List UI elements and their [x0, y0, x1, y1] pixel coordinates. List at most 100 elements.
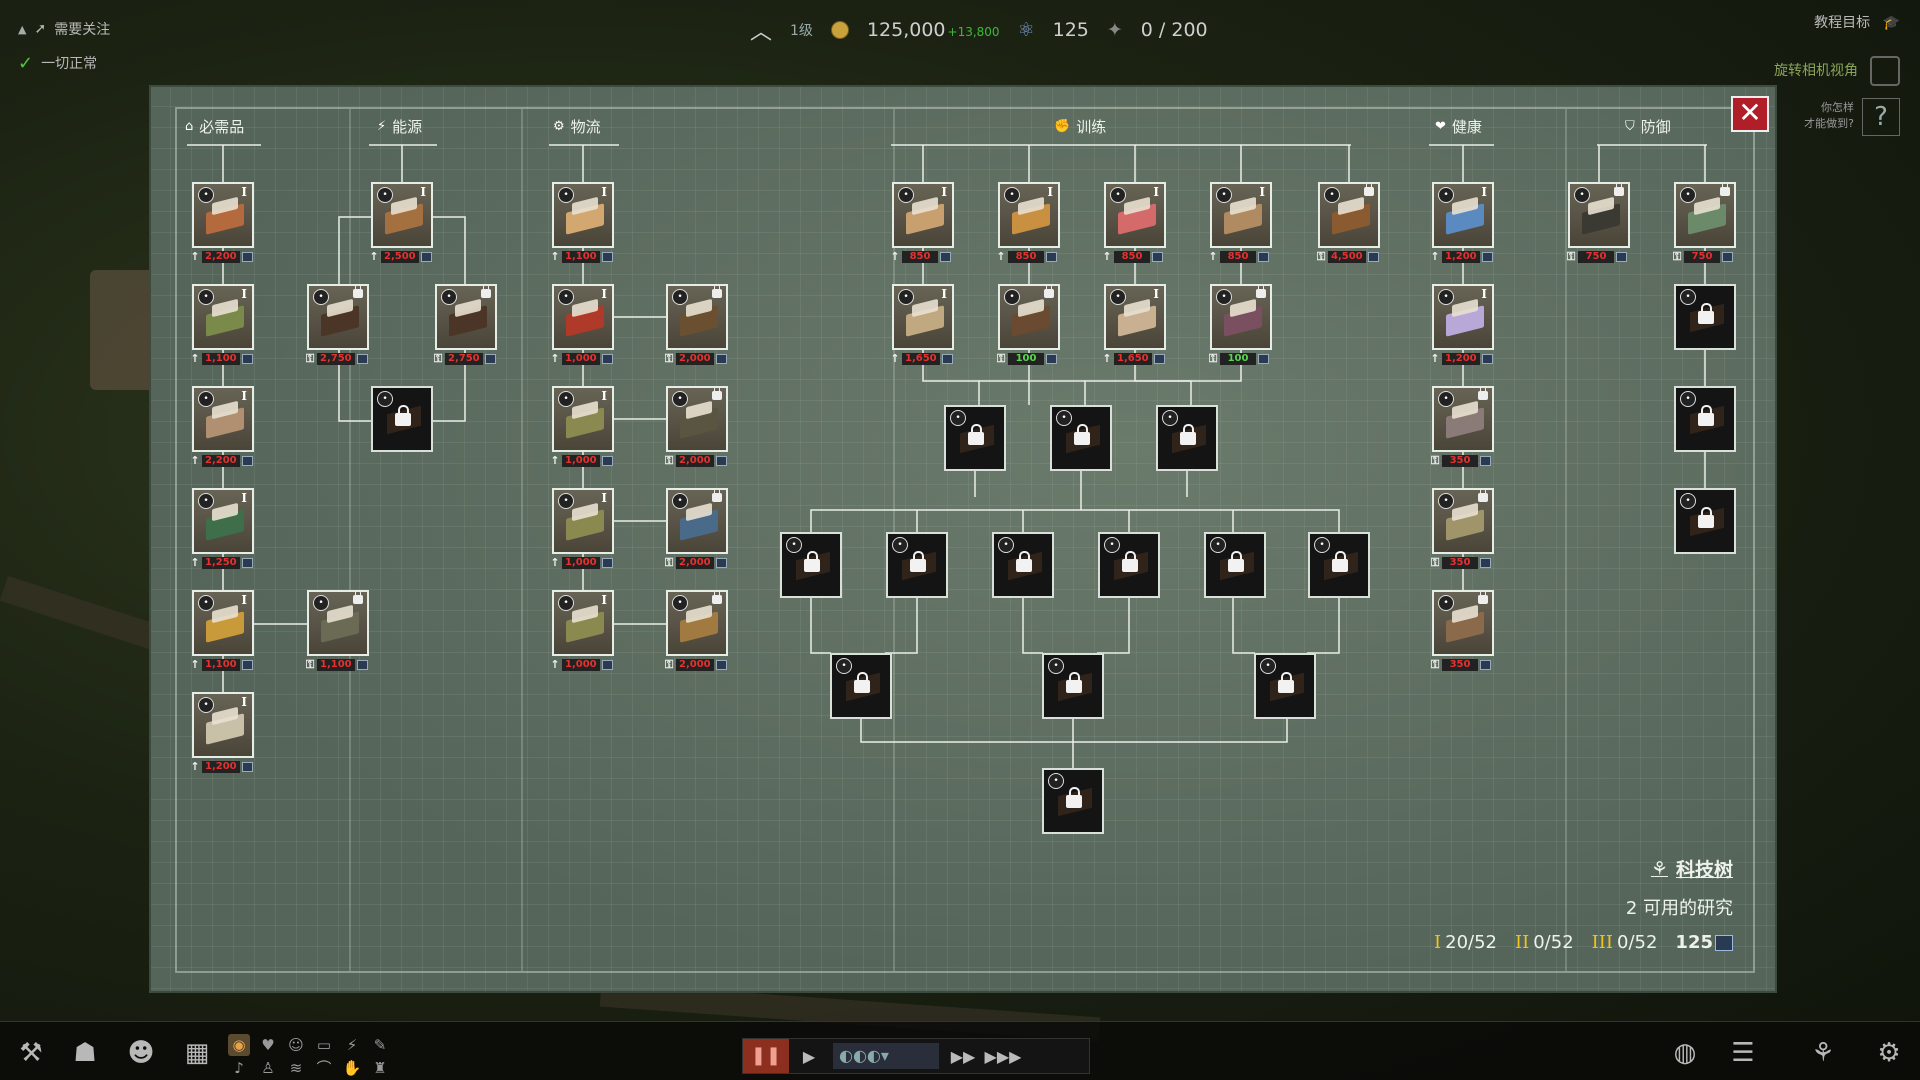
- hand-icon[interactable]: ✋: [342, 1059, 362, 1077]
- tech-node[interactable]: •I: [892, 284, 954, 350]
- lock-icon: [1180, 424, 1196, 445]
- wifi-icon[interactable]: ≋: [289, 1059, 303, 1077]
- play-button[interactable]: ▶: [802, 1046, 816, 1066]
- category-training[interactable]: ✊训练: [1054, 115, 1106, 137]
- tech-node[interactable]: •: [998, 284, 1060, 350]
- tutorial-goal[interactable]: 教程目标: [1814, 15, 1871, 31]
- category-energy[interactable]: ⚡能源: [377, 115, 422, 137]
- tech-node[interactable]: •: [1042, 768, 1104, 834]
- category-defense[interactable]: ⛉防御: [1625, 115, 1671, 137]
- tech-node[interactable]: •: [1674, 182, 1736, 248]
- globe-icon[interactable]: ◍: [1673, 1038, 1697, 1068]
- tech-node[interactable]: •: [666, 488, 728, 554]
- bolt-icon[interactable]: ⚡: [346, 1036, 358, 1054]
- tech-node[interactable]: •I: [1104, 182, 1166, 248]
- agent-icon[interactable]: ☻: [127, 1038, 155, 1068]
- tech-node[interactable]: •: [780, 532, 842, 598]
- tech-node[interactable]: •: [1308, 532, 1370, 598]
- tech-node[interactable]: •: [307, 590, 369, 656]
- tech-node[interactable]: •I: [192, 386, 254, 452]
- tech-node[interactable]: •: [435, 284, 497, 350]
- cost-value: 350: [1442, 658, 1478, 671]
- tech-node[interactable]: •I: [1210, 182, 1272, 248]
- tech-node[interactable]: •: [1674, 488, 1736, 554]
- tech-node[interactable]: •: [1204, 532, 1266, 598]
- time-track[interactable]: ◐◐◐▾: [833, 1043, 939, 1069]
- tech-node[interactable]: •I: [1104, 284, 1166, 350]
- tech-node[interactable]: •: [666, 284, 728, 350]
- pause-button[interactable]: ❚❚: [743, 1039, 789, 1073]
- graduation-cap-icon[interactable]: 🎓: [1882, 15, 1900, 31]
- alert-row[interactable]: ▲ ➚ 需要关注: [18, 12, 110, 46]
- tech-node[interactable]: •: [1098, 532, 1160, 598]
- tech-node[interactable]: •: [371, 386, 433, 452]
- tech-node[interactable]: •: [886, 532, 948, 598]
- sound-icon[interactable]: ♪: [234, 1059, 244, 1077]
- tech-node[interactable]: •I: [552, 386, 614, 452]
- tech-node[interactable]: •: [1210, 284, 1272, 350]
- tech-node[interactable]: •: [944, 405, 1006, 471]
- tech-node[interactable]: •I: [552, 488, 614, 554]
- notification-panel: ▲ ➚ 需要关注 ✓ 一切正常: [18, 12, 110, 80]
- tech-node[interactable]: •: [1254, 653, 1316, 719]
- person-icon[interactable]: ♙: [261, 1059, 275, 1077]
- tech-node[interactable]: •I: [192, 284, 254, 350]
- tech-node[interactable]: •I: [371, 182, 433, 248]
- tech-node[interactable]: •: [1674, 386, 1736, 452]
- tech-node[interactable]: •: [1318, 182, 1380, 248]
- tech-node[interactable]: •I: [552, 284, 614, 350]
- fastest-button[interactable]: ▶▶▶: [984, 1046, 1022, 1066]
- eye-icon[interactable]: ◉: [228, 1034, 250, 1056]
- upgrade-arrow-icon: ↑: [369, 250, 379, 263]
- node-tag-icon: •: [1004, 289, 1020, 305]
- tech-node[interactable]: •: [1432, 386, 1494, 452]
- tech-node[interactable]: •: [992, 532, 1054, 598]
- tech-node[interactable]: •I: [192, 590, 254, 656]
- category-logistics[interactable]: ⚙物流: [553, 115, 601, 137]
- heart-icon[interactable]: ♥: [261, 1036, 275, 1054]
- tech-node[interactable]: •I: [552, 182, 614, 248]
- category-health[interactable]: ❤健康: [1435, 115, 1482, 137]
- tech-node[interactable]: •: [1432, 488, 1494, 554]
- tech-node[interactable]: •I: [192, 182, 254, 248]
- tech-node[interactable]: •I: [892, 182, 954, 248]
- node-tag-icon: •: [1048, 658, 1064, 674]
- tech-node[interactable]: •: [1568, 182, 1630, 248]
- tech-node[interactable]: •: [307, 284, 369, 350]
- tech-node[interactable]: •: [666, 590, 728, 656]
- battery-icon[interactable]: ▭: [316, 1036, 332, 1054]
- help-button[interactable]: ?: [1862, 98, 1900, 136]
- build-hammer-icon[interactable]: ⚒: [19, 1038, 43, 1068]
- pipe-icon[interactable]: ⌒: [316, 1059, 332, 1077]
- rotate-camera-toggle[interactable]: [1870, 56, 1900, 86]
- tech-node[interactable]: •I: [192, 488, 254, 554]
- category-essentials[interactable]: ⌂必需品: [185, 115, 244, 137]
- tech-node[interactable]: •: [1156, 405, 1218, 471]
- coins-icon[interactable]: ☰: [1731, 1038, 1755, 1068]
- fast-forward-button[interactable]: ▶▶: [950, 1046, 976, 1066]
- tech-node[interactable]: •: [830, 653, 892, 719]
- tech-node[interactable]: •I: [192, 692, 254, 758]
- dossier-icon[interactable]: ☗: [73, 1038, 97, 1068]
- tech-node[interactable]: •: [1042, 653, 1104, 719]
- tech-node[interactable]: •I: [1432, 182, 1494, 248]
- statue-icon[interactable]: ♜: [373, 1059, 387, 1077]
- tech-tree-icon[interactable]: ⚘: [1811, 1038, 1835, 1068]
- node-cost: ↑1,000: [550, 454, 613, 467]
- tech-node[interactable]: •I: [998, 182, 1060, 248]
- wrench-icon[interactable]: ✎: [373, 1036, 387, 1054]
- tech-node[interactable]: •I: [1432, 284, 1494, 350]
- face-icon[interactable]: ☺: [288, 1036, 304, 1054]
- node-tag-icon: •: [1162, 410, 1178, 426]
- tech-node[interactable]: •: [1050, 405, 1112, 471]
- tech-node[interactable]: •: [666, 386, 728, 452]
- cost-value: 2,200: [202, 250, 240, 263]
- tech-node[interactable]: •I: [552, 590, 614, 656]
- tech-node[interactable]: •: [1432, 590, 1494, 656]
- tech-node[interactable]: •: [1674, 284, 1736, 350]
- collapse-caret-icon[interactable]: ▲: [18, 22, 27, 36]
- tech-tree-title[interactable]: ⚘ 科技树: [1650, 857, 1733, 882]
- close-button[interactable]: ✕: [1731, 96, 1769, 132]
- gear-icon[interactable]: ⚙: [1877, 1038, 1901, 1068]
- building-icon[interactable]: ▦: [184, 1038, 210, 1068]
